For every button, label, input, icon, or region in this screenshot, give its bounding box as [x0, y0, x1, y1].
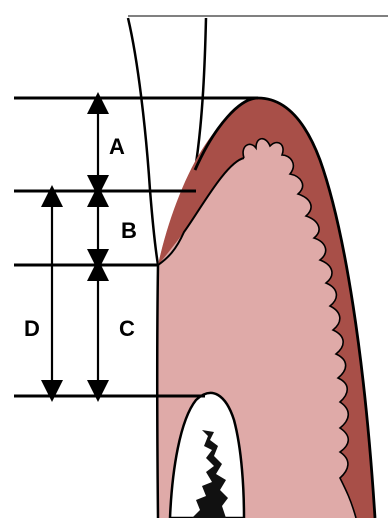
label-d: D: [24, 316, 40, 341]
label-b: B: [121, 218, 137, 243]
label-c: C: [119, 316, 135, 341]
label-a: A: [109, 134, 125, 159]
tooth-surface-line: [157, 265, 158, 518]
